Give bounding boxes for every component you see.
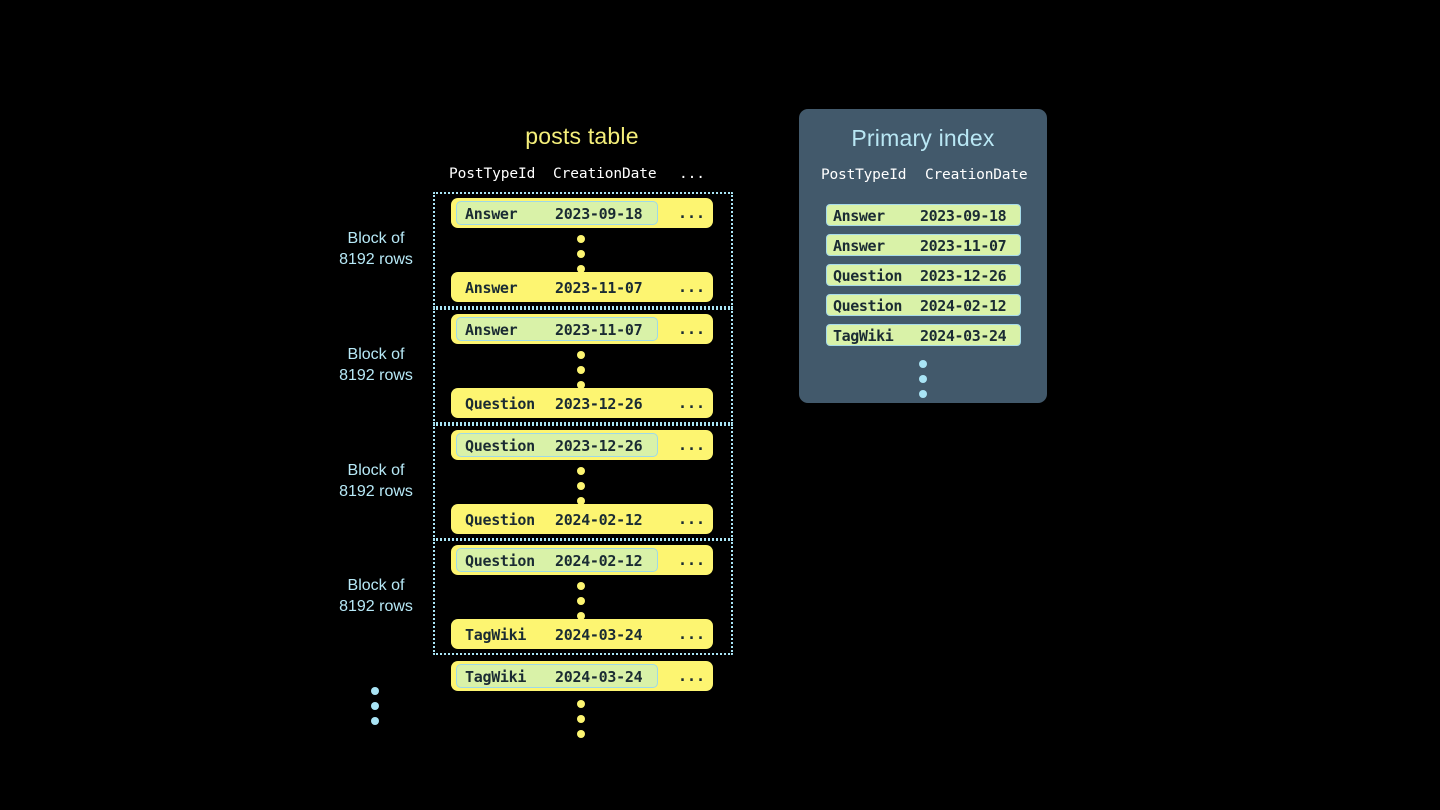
index-cell-posttypeid: Answer [833,207,885,225]
cell-creationdate: 2023-11-07 [555,279,643,297]
block-label-line1: Block of [347,346,405,363]
index-row: Answer 2023-09-18 [826,204,1021,226]
table-row: Answer 2023-11-07... [451,314,713,344]
row-key-cells: TagWiki 2024-03-24 [456,622,658,646]
index-cell-posttypeid: Question [833,267,903,285]
table-row: Answer 2023-11-07... [451,272,713,302]
row-ellipsis-dots [577,582,587,627]
cell-posttypeid: Question [465,511,535,529]
cell-ellipsis: ... [678,625,706,643]
cell-creationdate: 2024-03-24 [555,626,643,644]
index-cell-creationdate: 2023-12-26 [920,267,1007,285]
cell-creationdate: 2023-09-18 [555,205,643,223]
table-row: Question 2024-02-12... [451,545,713,575]
block-label-line2: 8192 rows [339,251,413,268]
row-key-highlight: Question 2024-02-12 [456,548,658,572]
cell-creationdate: 2024-03-24 [555,668,643,686]
index-row: Question 2023-12-26 [826,264,1021,286]
row-key-highlight: Answer 2023-11-07 [456,317,658,341]
row-ellipsis-dots [577,467,587,512]
cell-ellipsis: ... [678,510,706,528]
cell-creationdate: 2024-02-12 [555,511,643,529]
posts-table-title: posts table [525,123,639,149]
row-key-cells: Question 2023-12-26 [456,391,658,415]
block-label: Block of 8192 rows [306,228,446,270]
primary-index-panel: Primary index PostTypeId CreationDate An… [799,109,1047,403]
row-key-highlight: Answer 2023-09-18 [456,201,658,225]
cell-ellipsis: ... [678,436,706,454]
index-cell-posttypeid: TagWiki [833,327,894,345]
block-label-line2: 8192 rows [339,483,413,500]
cell-ellipsis: ... [678,551,706,569]
cell-posttypeid: TagWiki [465,626,527,644]
index-column-header-creationdate: CreationDate [925,167,1028,183]
index-cell-posttypeid: Answer [833,237,885,255]
posts-table-column-headers: PostTypeId CreationDate ... [449,166,713,186]
block-label: Block of 8192 rows [306,575,446,617]
block-label: Block of 8192 rows [306,344,446,386]
cell-posttypeid: Question [465,552,535,570]
cell-posttypeid: Answer [465,279,518,297]
table-row: TagWiki 2024-03-24... [451,619,713,649]
block-label-line1: Block of [347,230,405,247]
table-row: Question 2024-02-12... [451,504,713,534]
block-outline [433,308,733,424]
cell-posttypeid: TagWiki [465,668,527,686]
cell-posttypeid: Answer [465,205,518,223]
cell-ellipsis: ... [678,278,706,296]
cell-ellipsis: ... [678,204,706,222]
cell-ellipsis: ... [678,394,706,412]
cell-creationdate: 2023-12-26 [555,395,643,413]
block-label-line2: 8192 rows [339,367,413,384]
index-row: TagWiki 2024-03-24 [826,324,1021,346]
index-cell-creationdate: 2024-03-24 [920,327,1007,345]
index-cell-creationdate: 2024-02-12 [920,297,1007,315]
cell-creationdate: 2024-02-12 [555,552,643,570]
cell-posttypeid: Answer [465,321,518,339]
row-key-cells: Question 2024-02-12 [456,507,658,531]
index-cell-posttypeid: Question [833,297,903,315]
block-outline [433,539,733,655]
index-cell-creationdate: 2023-11-07 [920,237,1007,255]
table-row: Question 2023-12-26... [451,388,713,418]
table-row: TagWiki 2024-03-24... [451,661,713,691]
cell-creationdate: 2023-12-26 [555,437,643,455]
column-header-ellipsis: ... [679,166,705,182]
row-ellipsis-dots [577,351,587,396]
index-row: Answer 2023-11-07 [826,234,1021,256]
table-continues-dots [577,700,587,745]
block-label-line1: Block of [347,577,405,594]
index-continues-dots [919,360,929,405]
blocks-continue-dots [371,687,381,732]
primary-index-title: Primary index [851,125,995,151]
index-cell-creationdate: 2023-09-18 [920,207,1007,225]
block-label-line1: Block of [347,462,405,479]
cell-ellipsis: ... [678,320,706,338]
column-header-creationdate: CreationDate [553,166,657,182]
block-label: Block of 8192 rows [306,460,446,502]
table-row: Question 2023-12-26... [451,430,713,460]
cell-posttypeid: Question [465,437,535,455]
index-row: Question 2024-02-12 [826,294,1021,316]
cell-posttypeid: Question [465,395,535,413]
block-label-line2: 8192 rows [339,598,413,615]
row-key-highlight: TagWiki 2024-03-24 [456,664,658,688]
row-key-highlight: Question 2023-12-26 [456,433,658,457]
primary-index-column-headers: PostTypeId CreationDate [821,167,1031,187]
column-header-posttypeid: PostTypeId [449,166,536,182]
cell-creationdate: 2023-11-07 [555,321,643,339]
block-outline [433,192,733,308]
cell-ellipsis: ... [678,667,706,685]
row-ellipsis-dots [577,235,587,280]
row-key-cells: Answer 2023-11-07 [456,275,658,299]
index-column-header-posttypeid: PostTypeId [821,167,907,183]
table-row: Answer 2023-09-18... [451,198,713,228]
